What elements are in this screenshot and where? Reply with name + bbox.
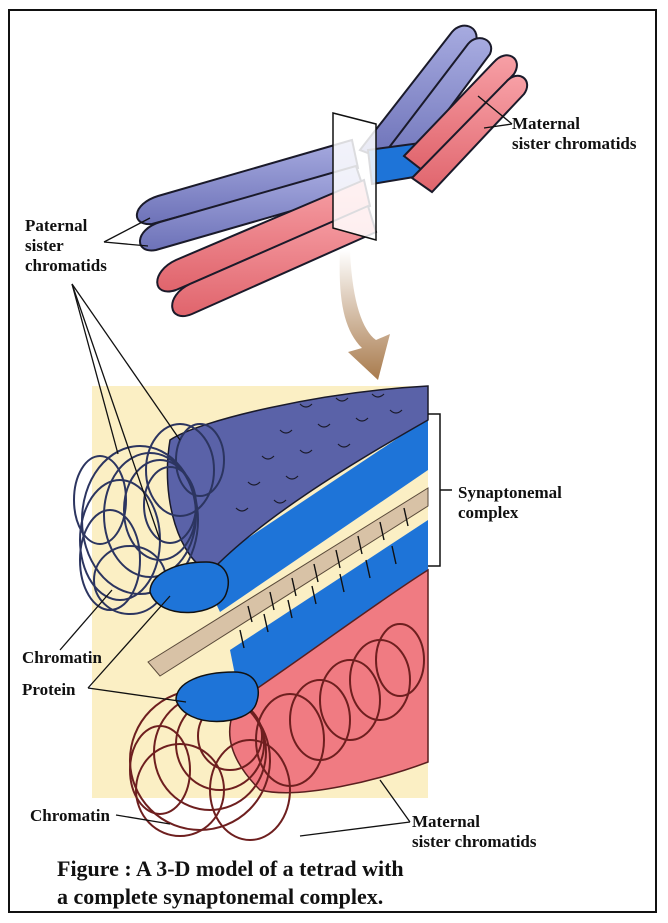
caption-line-2: a complete synaptonemal complex. — [57, 883, 404, 911]
label-maternal-sister-chromatids-bottom: Maternal sister chromatids — [412, 812, 537, 852]
label-synaptonemal-complex: Synaptonemal complex — [458, 483, 562, 523]
label-maternal-sister-chromatids-top: Maternal sister chromatids — [512, 114, 637, 154]
section-plane — [333, 113, 376, 240]
caption-line-1: Figure : A 3-D model of a tetrad with — [57, 855, 404, 883]
curved-arrow — [340, 250, 390, 380]
label-chromatin-lower: Chromatin — [30, 806, 110, 826]
figure-caption: Figure : A 3-D model of a tetrad with a … — [57, 855, 404, 911]
label-protein: Protein — [22, 680, 76, 700]
label-paternal-sister-chromatids: Paternal sister chromatids — [25, 216, 107, 276]
label-chromatin-upper: Chromatin — [22, 648, 102, 668]
tetrad-top — [137, 26, 527, 316]
synaptonemal-bracket — [428, 414, 452, 566]
